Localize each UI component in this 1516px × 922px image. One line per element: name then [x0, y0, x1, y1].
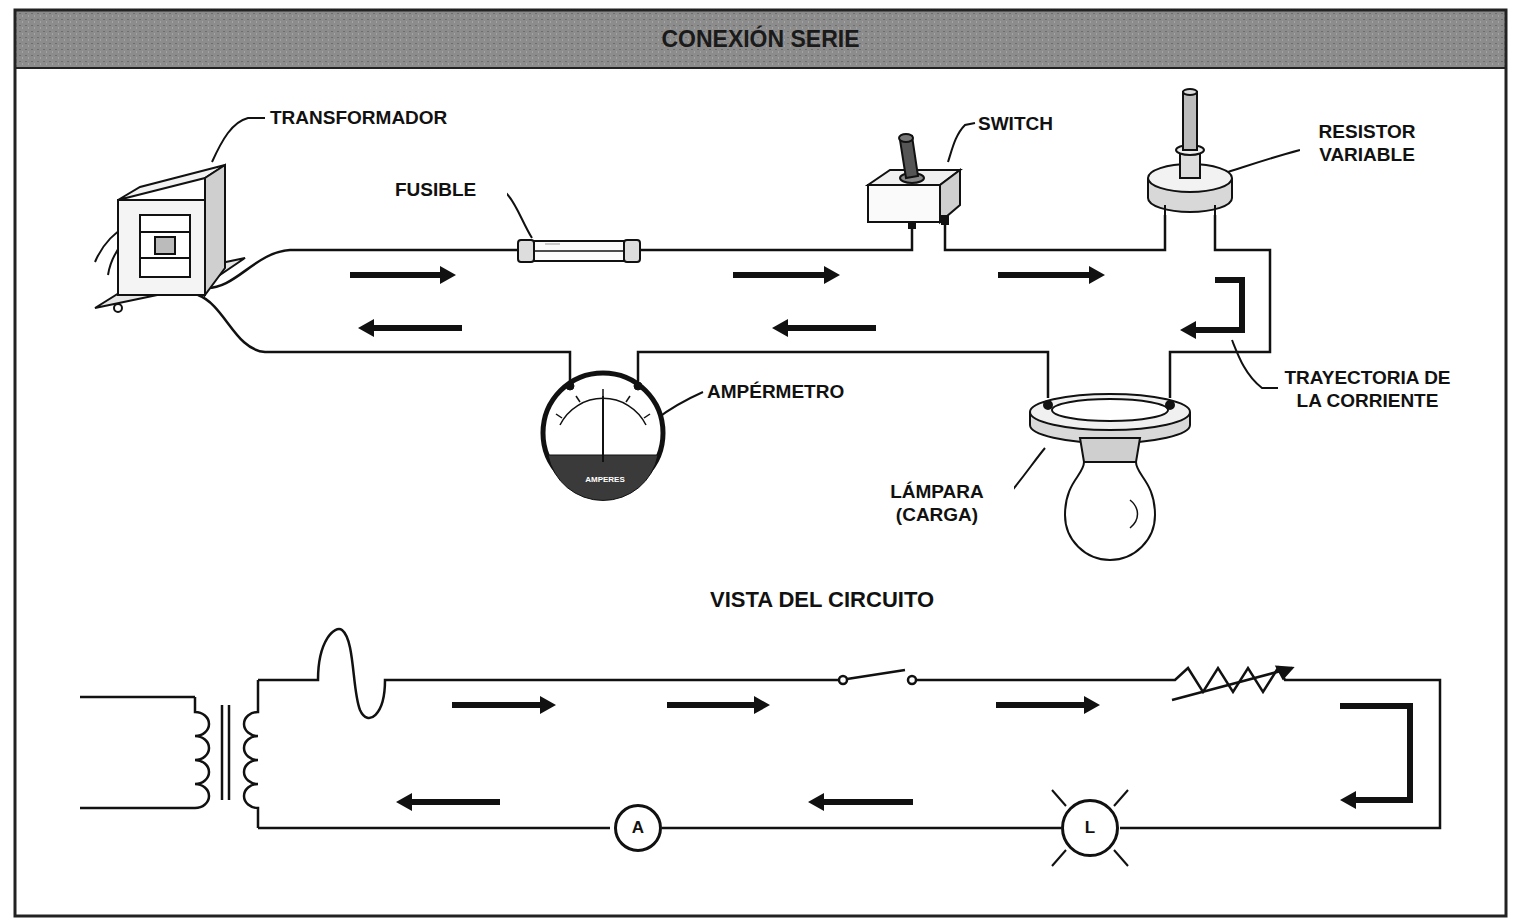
current-arrow — [350, 266, 456, 284]
current-arrow — [998, 266, 1105, 284]
current-arrow — [667, 696, 770, 714]
title: CONEXIÓN SERIE — [15, 12, 1506, 66]
corner-arrow — [1340, 703, 1413, 809]
wiring — [95, 215, 1270, 398]
title-band — [15, 10, 1506, 68]
frame — [15, 10, 1506, 916]
part-label: SWITCH — [976, 112, 1090, 135]
wire-line — [662, 827, 1061, 830]
lamp-drawing — [1030, 394, 1190, 560]
meter-circle: A — [614, 804, 662, 852]
corner-arrow — [1180, 277, 1245, 339]
current-arrow — [358, 319, 462, 337]
current-arrow — [396, 793, 500, 811]
wire-connector — [662, 828, 1061, 829]
leader-lines — [212, 118, 1300, 493]
fuse-drawing — [518, 240, 640, 262]
ammeter-drawing — [543, 373, 663, 500]
part-label: FUSIBLE — [393, 178, 507, 201]
variable-resistor-drawing — [1148, 89, 1232, 218]
switch-drawing — [868, 134, 960, 228]
meter-circle: L — [1061, 799, 1119, 857]
current-arrows — [350, 266, 1413, 811]
part-label: AMPÉRMETRO — [705, 380, 889, 403]
part-label: AMPERES — [570, 475, 640, 485]
current-arrow — [772, 319, 876, 337]
current-arrow — [733, 266, 840, 284]
current-arrow — [808, 793, 913, 811]
part-label: TRANSFORMADOR — [268, 106, 502, 129]
schematic-wiring — [80, 629, 1440, 866]
symbol-letter: A — [632, 818, 644, 838]
part-label: LÁMPARA (CARGA) — [860, 480, 1014, 526]
transformer-drawing — [95, 165, 245, 312]
symbol-letter: L — [1085, 818, 1095, 838]
part-label: TRAYECTORIA DE LA CORRIENTE — [1278, 366, 1457, 412]
part-label: VISTA DEL CIRCUITO — [660, 587, 984, 613]
current-arrow — [996, 696, 1100, 714]
part-label: RESISTOR VARIABLE — [1300, 120, 1434, 166]
current-arrow — [452, 696, 556, 714]
